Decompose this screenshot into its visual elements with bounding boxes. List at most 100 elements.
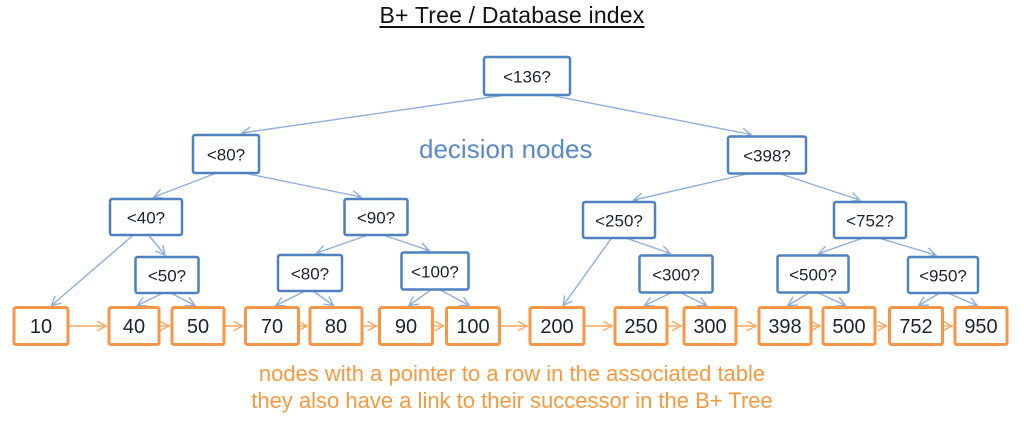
decision-node-box <box>343 197 409 237</box>
leaf-node-200: 200 <box>528 306 586 346</box>
leaf-node-box <box>953 306 1009 346</box>
leaf-node-500: 500 <box>821 306 877 346</box>
leaf-node-box <box>308 306 364 346</box>
leaf-node-box <box>888 306 944 346</box>
tree-edge-n752-n500 <box>817 237 864 256</box>
leaf-node-10: 10 <box>12 306 70 346</box>
decision-node-label: <250? <box>595 212 643 231</box>
decision-node-box <box>581 200 657 240</box>
tree-edge-n50-l40 <box>135 292 164 307</box>
tree-edge-n40-l10 <box>50 234 134 307</box>
leaf-node-label: 398 <box>768 316 801 338</box>
tree-edge-n100-l100 <box>439 288 471 307</box>
leaf-node-50: 50 <box>170 306 226 346</box>
decision-node-box <box>906 255 980 295</box>
leaf-caption: nodes with a pointer to a row in the ass… <box>0 360 1024 414</box>
leaf-node-box <box>107 306 161 346</box>
leaf-node-label: 70 <box>261 316 283 338</box>
decision-node-box <box>832 200 908 240</box>
leaf-node-box <box>12 306 70 346</box>
decision-node-40: <40? <box>108 197 184 237</box>
decision-node-250: <250? <box>581 200 657 240</box>
tree-edge-n80b-l80 <box>312 290 335 307</box>
tree-edge-n300-l250 <box>643 291 673 307</box>
leaf-node-label: 100 <box>456 316 489 338</box>
leaf-node-box <box>682 306 738 346</box>
page-title-text: B+ Tree / Database index <box>379 2 645 28</box>
page-title: B+ Tree / Database index <box>0 2 1024 29</box>
tree-edge-n398-n752 <box>779 172 862 203</box>
decision-node-500: <500? <box>776 254 850 294</box>
leaf-node-label: 90 <box>395 316 417 338</box>
tree-edge-n500-l500 <box>817 291 847 307</box>
leaf-node-300: 300 <box>682 306 738 346</box>
leaf-node-398: 398 <box>757 306 813 346</box>
leaf-node-label: 50 <box>187 316 209 338</box>
leaf-node-label: 752 <box>899 316 932 338</box>
leaf-node-100: 100 <box>445 306 501 346</box>
decision-node-box <box>108 197 184 237</box>
leaf-node-label: 80 <box>325 316 347 338</box>
tree-edge-n100-l90 <box>407 288 432 307</box>
decision-node-box <box>726 135 808 175</box>
leaf-node-label: 250 <box>624 316 657 338</box>
tree-edge-n950-l752 <box>917 292 941 307</box>
leaf-node-label: 10 <box>30 316 52 338</box>
leaf-node-label: 300 <box>693 316 726 338</box>
leaf-node-752: 752 <box>888 306 944 346</box>
leaf-node-box <box>757 306 813 346</box>
tree-edge-n90-n100 <box>382 234 431 253</box>
decision-node-box <box>134 255 200 295</box>
leaf-node-box <box>244 306 300 346</box>
tree-edge-n80b-l70 <box>274 290 306 307</box>
tree-edge-n136-n398 <box>548 94 753 138</box>
tree-edge-n80a-n40 <box>152 172 217 199</box>
tree-edge-n40-n50 <box>147 234 166 257</box>
decision-node-box <box>638 254 714 294</box>
leaf-node-box <box>445 306 501 346</box>
decision-node-label: <300? <box>652 266 700 285</box>
decision-node-box <box>482 55 572 97</box>
leaf-node-250: 250 <box>613 306 669 346</box>
decision-node-label: <398? <box>743 147 791 166</box>
leaf-node-box <box>170 306 226 346</box>
leaf-node-box <box>378 306 434 346</box>
decision-node-950: <950? <box>906 255 980 295</box>
decision-node-80: <80? <box>191 133 261 175</box>
decision-node-50: <50? <box>134 255 200 295</box>
leaf-node-label: 950 <box>964 316 997 338</box>
leaf-node-90: 90 <box>378 306 434 346</box>
decision-node-label: <100? <box>411 263 459 282</box>
decision-node-label: <752? <box>846 212 894 231</box>
decision-node-label: <950? <box>919 267 967 286</box>
leaf-node-box <box>528 306 586 346</box>
tree-edge-n500-l398 <box>786 291 810 307</box>
decision-node-box <box>776 254 850 294</box>
leaf-caption-line2: they also have a link to their successor… <box>251 388 773 413</box>
tree-edge-n398-n250 <box>632 172 750 204</box>
leaf-node-70: 70 <box>244 306 300 346</box>
tree-edge-n50-l50 <box>170 292 197 307</box>
leaf-caption-line1: nodes with a pointer to a row in the ass… <box>258 361 766 386</box>
leaf-node-label: 200 <box>540 316 573 338</box>
decision-node-label: <80? <box>291 265 329 284</box>
leaf-node-box <box>821 306 877 346</box>
decision-node-box <box>276 253 344 293</box>
decision-nodes-label: decision nodes <box>419 134 593 164</box>
tree-edge-n80a-n90 <box>243 172 363 201</box>
decision-node-label: <136? <box>503 68 551 87</box>
tree-edge-n136-n80a <box>240 94 506 137</box>
decision-node-136: <136? <box>482 55 572 97</box>
decision-node-100: <100? <box>400 251 470 291</box>
tree-edge-n250-n300 <box>625 237 672 256</box>
tree-edge-n752-n950 <box>878 237 938 258</box>
leaf-node-box <box>613 306 669 346</box>
decision-node-box <box>191 133 261 175</box>
decision-node-398: <398? <box>726 135 808 175</box>
tree-edge-n90-n80b <box>315 234 369 256</box>
decision-node-box <box>400 251 470 291</box>
leaf-node-950: 950 <box>953 306 1009 346</box>
decision-node-752: <752? <box>832 200 908 240</box>
